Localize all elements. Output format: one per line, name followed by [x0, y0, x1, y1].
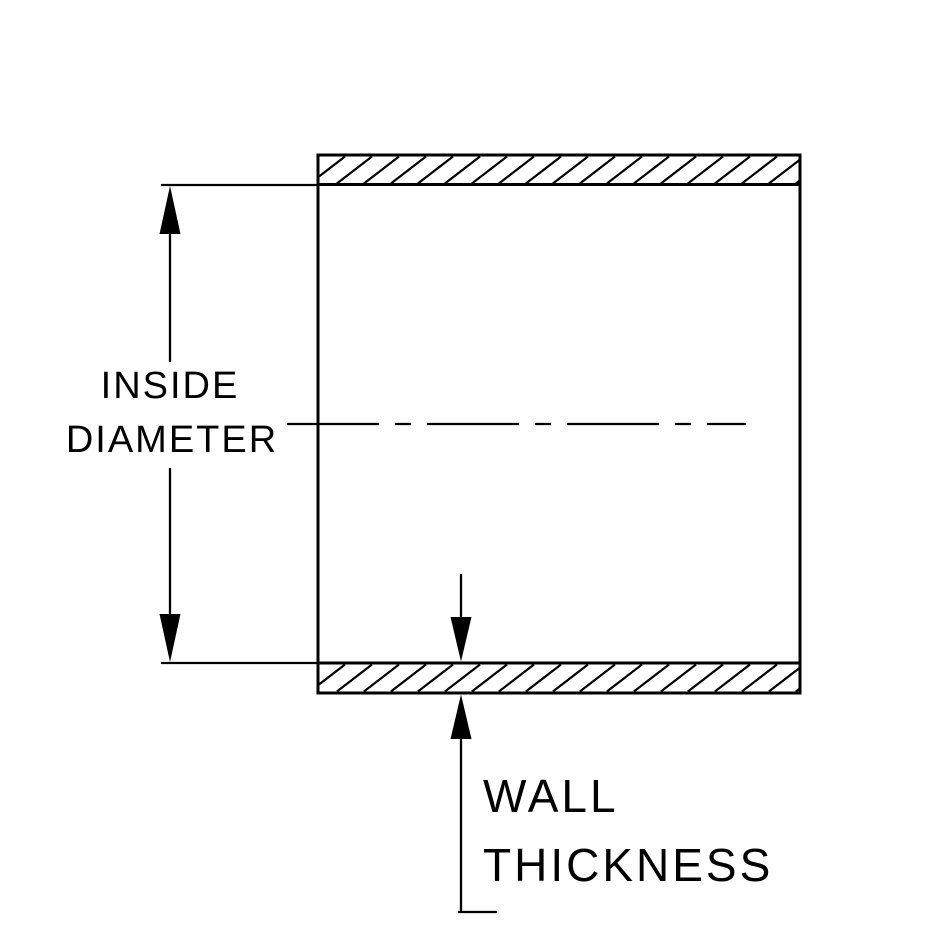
- top-wall-hatching: [317, 155, 801, 185]
- wall-thickness-down-arrowhead: [450, 617, 472, 662]
- inside-diameter-label-line2: DIAMETER: [66, 419, 278, 461]
- wall-thickness-label-line1: WALL: [483, 770, 619, 822]
- inside-diameter-bottom-arrowhead: [159, 614, 181, 662]
- wall-thickness-label-line2: THICKNESS: [483, 839, 773, 891]
- inside-diameter-label-line1: INSIDE: [101, 365, 240, 407]
- tube-cross-section: [316, 153, 802, 695]
- inside-diameter-dimension: INSIDE DIAMETER: [66, 183, 318, 665]
- bottom-wall-hatching: [317, 663, 801, 693]
- inside-diameter-top-arrowhead: [159, 186, 181, 234]
- wall-thickness-dimension: WALL THICKNESS: [450, 574, 773, 914]
- wall-thickness-up-arrowhead: [450, 694, 472, 739]
